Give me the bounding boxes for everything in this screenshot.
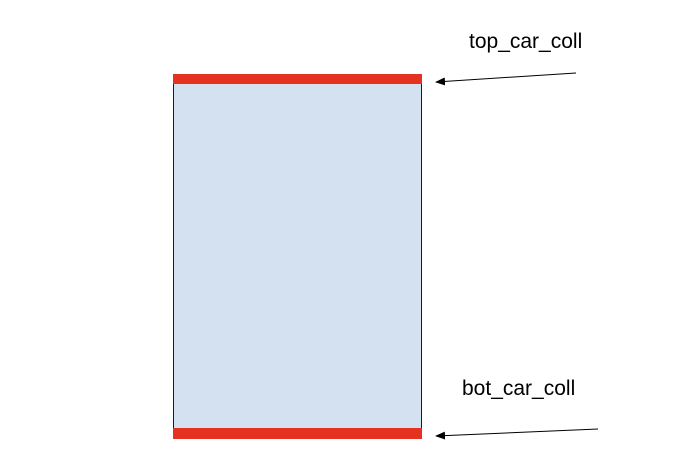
bottom-collider-label: bot_car_coll: [462, 377, 575, 400]
bottom-collider-bar: [173, 428, 422, 439]
top-collider-label: top_car_coll: [469, 30, 582, 53]
top-collider-bar: [173, 74, 422, 84]
car-body-box: [173, 79, 422, 435]
top-collider-arrow: [435, 72, 577, 86]
bottom-collider-arrow: [435, 428, 599, 440]
